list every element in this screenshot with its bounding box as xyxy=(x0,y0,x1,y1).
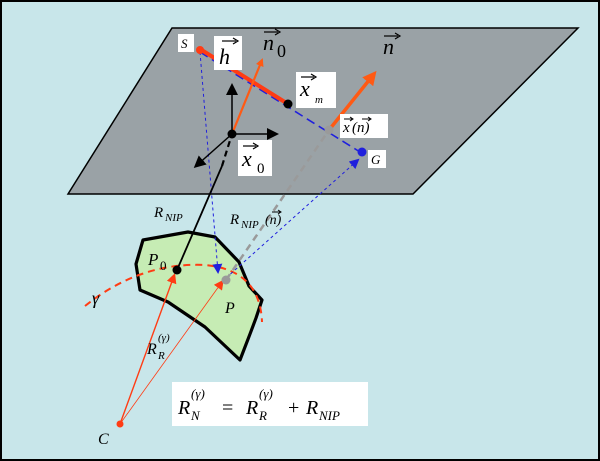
nip-ray-n xyxy=(224,129,331,281)
plane xyxy=(66,27,580,195)
label-n0-sub: 0 xyxy=(277,41,286,61)
nip-ray-0-hidden xyxy=(220,133,234,167)
point-p0 xyxy=(172,265,182,275)
label-xn: x xyxy=(342,120,350,136)
n-arrow xyxy=(327,70,377,132)
label-rnip: R xyxy=(153,205,163,221)
label-p0-sub: 0 xyxy=(160,258,167,273)
formula-plus: + xyxy=(288,397,299,419)
label-n0: n xyxy=(263,30,274,55)
label-g-bg xyxy=(368,150,386,168)
label-g: G xyxy=(371,152,381,167)
label-x0-sub: 0 xyxy=(257,161,265,177)
label-s-bg xyxy=(178,34,194,52)
formula-r1-sub: R xyxy=(258,408,267,423)
point-p xyxy=(221,275,231,285)
formula-r2: R xyxy=(305,397,318,419)
gamma-curve xyxy=(84,263,263,323)
point-s xyxy=(196,46,204,54)
label-n: n xyxy=(383,34,394,59)
label-xm-bg xyxy=(296,72,336,108)
label-xn-bg xyxy=(340,114,388,138)
label-c: C xyxy=(98,431,109,448)
formula-r1-sup: (γ) xyxy=(259,386,273,401)
label-rr-sub: R xyxy=(157,350,165,362)
label-x0: x xyxy=(241,146,252,171)
ray-c-to-p xyxy=(119,279,224,425)
formula-r2-sub: NIP xyxy=(318,408,340,423)
formula-lhs-sub: N xyxy=(190,408,201,423)
point-xn xyxy=(324,125,334,135)
label-xm-sub: m xyxy=(315,94,323,106)
label-xm: x xyxy=(299,76,310,101)
label-rnipn-sub: NIP xyxy=(240,219,259,231)
label-rr-sup: (γ) xyxy=(158,332,170,344)
point-g xyxy=(357,147,367,157)
point-c xyxy=(116,420,124,428)
axis-diag xyxy=(193,133,233,168)
formula-box xyxy=(172,382,368,426)
label-p: P xyxy=(224,300,235,317)
ray-s-to-p xyxy=(199,51,223,274)
label-rnipn-arg: (n) xyxy=(265,213,282,228)
formula-eq: = xyxy=(222,397,233,419)
ray-c-to-p0 xyxy=(119,273,177,425)
label-rr: R xyxy=(146,341,157,358)
formula-lhs-sup: (γ) xyxy=(191,386,205,401)
n0-arrow xyxy=(230,58,264,135)
formula-lhs: R xyxy=(177,397,190,419)
formula: R N (γ) = R R (γ) + R NIP xyxy=(177,386,340,423)
nip-ray-0 xyxy=(176,165,223,271)
label-p0: P xyxy=(147,250,158,269)
label-h: h xyxy=(219,44,230,69)
reflector-surface xyxy=(134,230,264,362)
formula-r1: R xyxy=(245,397,258,419)
label-xn-arg: (n) xyxy=(352,120,370,136)
label-s: S xyxy=(181,36,188,51)
point-xm xyxy=(283,99,293,109)
label-rnip-sub: NIP xyxy=(164,212,183,224)
label-rnipn: R xyxy=(229,212,239,228)
point-x0 xyxy=(227,129,237,139)
label-gamma: γ xyxy=(92,288,100,308)
